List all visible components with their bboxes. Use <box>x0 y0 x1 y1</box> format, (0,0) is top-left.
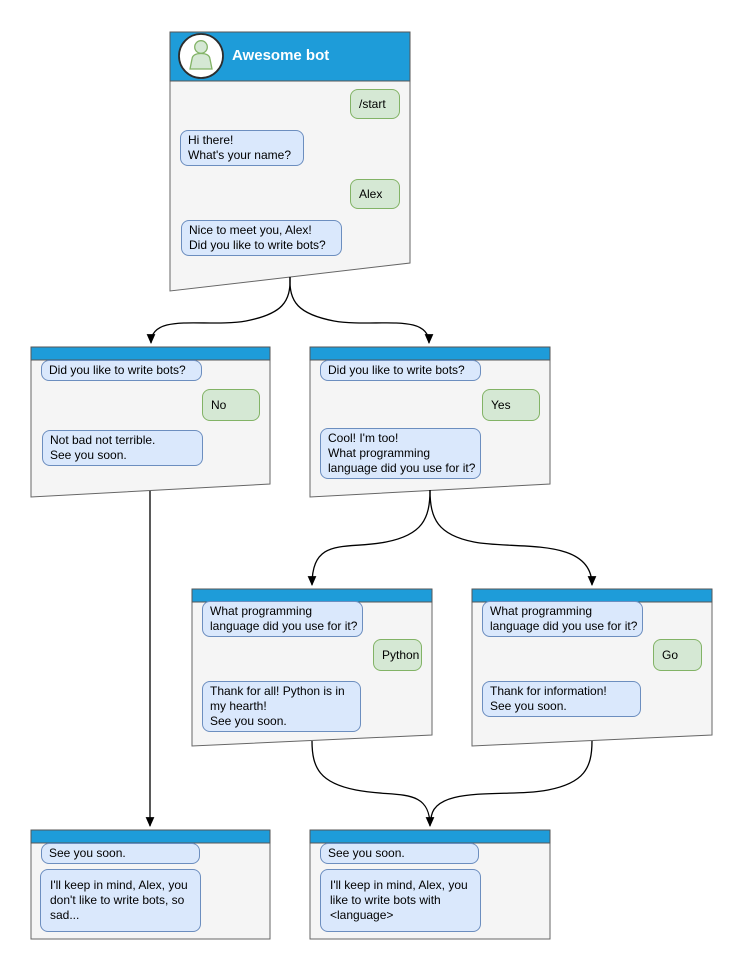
person-head <box>194 40 208 54</box>
titlebar-end-no <box>30 829 271 844</box>
bot-message-reply-python: Thank for all! Python is in my hearth! S… <box>202 681 361 732</box>
bot-message-final-yes: I'll keep in mind, Alex, you like to wri… <box>320 869 481 932</box>
bot-message-bye-no: See you soon. <box>41 843 200 864</box>
user-message-yes: Yes <box>482 389 540 421</box>
bot-message-greeting: Hi there! What's your name? <box>180 130 304 166</box>
bot-message-reply-no: Not bad not terrible. See you soon. <box>42 430 203 466</box>
bot-message-question-go-branch: What programming language did you use fo… <box>482 601 643 637</box>
bot-message-reply-go: Thank for information! See you soon. <box>482 681 641 717</box>
bot-message-question-yes-branch: Did you like to write bots? <box>320 360 481 381</box>
bot-message-question-no-branch: Did you like to write bots? <box>41 360 202 381</box>
connector-yes-to-python <box>307 489 431 587</box>
user-message-name: Alex <box>350 179 400 209</box>
user-message-go: Go <box>653 639 702 671</box>
user-message-python: Python <box>373 639 422 671</box>
connector-yes-to-go <box>429 489 597 587</box>
person-icon <box>189 40 213 70</box>
bot-message-bye-yes: See you soon. <box>320 843 479 864</box>
user-message-no: No <box>202 389 260 421</box>
bot-message-question-python-branch: What programming language did you use fo… <box>202 601 363 637</box>
connector-go-to-end <box>430 740 593 821</box>
person-body <box>189 52 213 70</box>
connector-main-to-yes <box>289 276 434 345</box>
titlebar-end-yes <box>309 829 551 844</box>
main-window-title: Awesome bot <box>232 47 330 64</box>
titlebar-branch-yes <box>309 346 551 361</box>
connector-main-to-no <box>146 276 291 345</box>
connector-python-to-end <box>311 740 435 828</box>
bot-message-reply-yes: Cool! I'm too! What programming language… <box>320 428 481 479</box>
bot-message-final-no: I'll keep in mind, Alex, you don't like … <box>40 869 201 932</box>
user-message-start: /start <box>350 89 400 119</box>
titlebar-branch-no <box>30 346 271 361</box>
bot-message-ask-bots: Nice to meet you, Alex! Did you like to … <box>181 220 342 256</box>
